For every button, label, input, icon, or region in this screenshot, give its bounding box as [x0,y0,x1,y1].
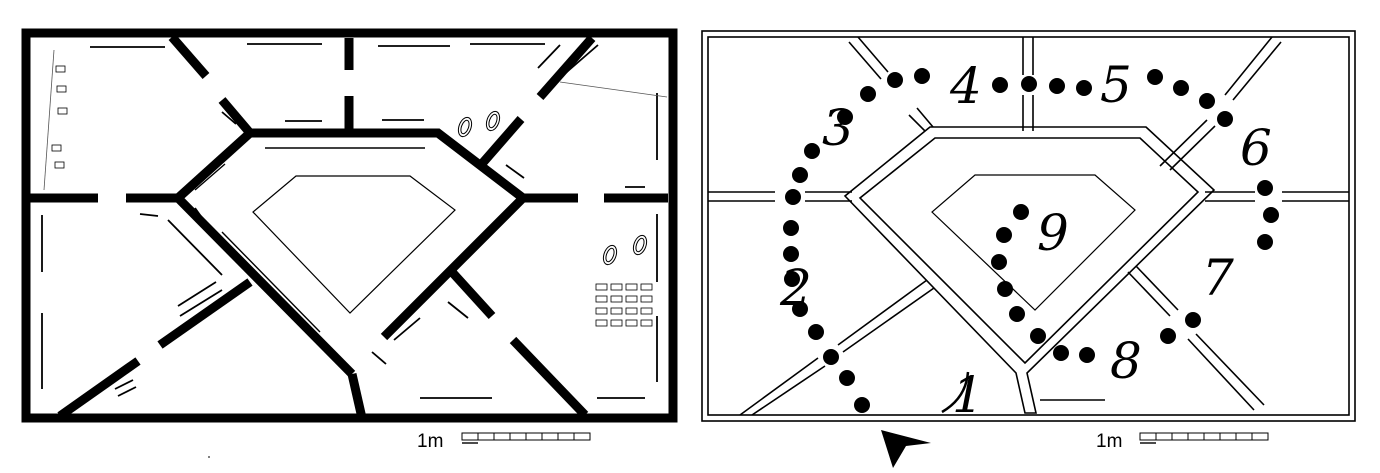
route-dot [1049,78,1065,94]
route-dot [785,189,801,205]
route-dot [1079,347,1095,363]
left-wall-fixtures [51,65,68,169]
route-dot [914,68,930,84]
route-dot [784,271,800,287]
scale-cell [477,432,495,441]
grid-seat [640,283,653,291]
route-dot [1021,76,1037,92]
direction-arrow-icon [881,430,931,468]
grid-seat [640,319,653,327]
route-dot [1013,204,1029,220]
room-number-6: 6 [1240,119,1272,177]
scale-cell [1203,432,1221,441]
scale-cell [1171,432,1189,441]
route-dot [839,370,855,386]
scale-cell [1155,432,1173,441]
grid-seat [610,307,623,315]
scale-cell [1187,432,1205,441]
right-scale-bar: 1m [1096,431,1269,452]
right-central-diamond [843,126,1216,414]
route-dot [887,72,903,88]
route-dot [1185,312,1201,328]
scale-cell [1139,432,1157,441]
room-number-2: 2 [779,259,812,317]
grid-seat [610,283,623,291]
route-dot [1053,345,1069,361]
room-number-5: 5 [1100,56,1132,114]
left-seating-grid [595,283,653,327]
scale-cell [525,432,543,441]
route-dot [1199,93,1215,109]
scale-cell [541,432,559,441]
room-number-3: 3 [822,99,854,157]
scale-cell [1235,432,1253,441]
right-plan: 1 2 3 4 5 6 7 8 9 1m [701,30,1356,468]
scale-cell [573,432,591,441]
grid-seat [595,319,608,327]
route-dot [1173,80,1189,96]
grid-seat [610,319,623,327]
seat-icon [457,110,648,266]
grid-seat [595,307,608,315]
route-dot [991,254,1007,270]
route-dot [1076,80,1092,96]
route-dot [997,281,1013,297]
scale-cell [557,432,575,441]
grid-seat [625,283,638,291]
right-partitions [708,36,1349,416]
route-dot [808,324,824,340]
grid-seat [595,295,608,303]
left-thin-lines [41,43,658,399]
left-hairlines [43,49,668,191]
room-number-7: 7 [1202,249,1234,307]
room-number-1: 1 [952,366,984,424]
route-dot [1147,69,1163,85]
grid-seat [640,295,653,303]
route-dots [783,68,1279,413]
scale-cell [509,432,527,441]
route-dot [996,227,1012,243]
direction-arc [941,371,970,414]
route-dot [792,167,808,183]
scale-cell [1219,432,1237,441]
grid-seat [625,295,638,303]
route-dot [837,109,853,125]
route-dot [783,246,799,262]
route-dot [804,143,820,159]
route-dot [1009,306,1025,322]
left-plan: 1m [21,28,678,458]
grid-seat [625,307,638,315]
route-dot [1263,207,1279,223]
grid-seat [610,295,623,303]
scale-cell [461,432,479,441]
route-dot [1160,328,1176,344]
route-dot [1257,234,1273,250]
grid-seat [595,283,608,291]
scale-cell [493,432,511,441]
grid-seat [640,307,653,315]
route-dot [792,301,808,317]
route-dot [1257,180,1273,196]
room-numbers: 1 2 3 4 5 6 7 8 9 [779,56,1272,424]
left-scale-bar: 1m [417,431,591,452]
scale-cell [1251,432,1269,441]
left-partitions [30,34,668,420]
grid-seat [625,319,638,327]
room-number-4: 4 [949,57,982,115]
right-outer-wall [701,30,1356,422]
route-dot [1030,328,1046,344]
left-scale-label: 1m [417,431,443,452]
room-number-9: 9 [1037,204,1069,262]
route-dot [1217,111,1233,127]
route-dot [823,349,839,365]
route-dot [854,397,870,413]
route-dot [992,77,1008,93]
left-outer-wall [21,28,678,423]
route-dot [860,86,876,102]
left-central-diamond [174,128,527,419]
route-dot [783,220,799,236]
right-scale-label: 1m [1096,431,1122,452]
room-number-8: 8 [1110,332,1142,390]
